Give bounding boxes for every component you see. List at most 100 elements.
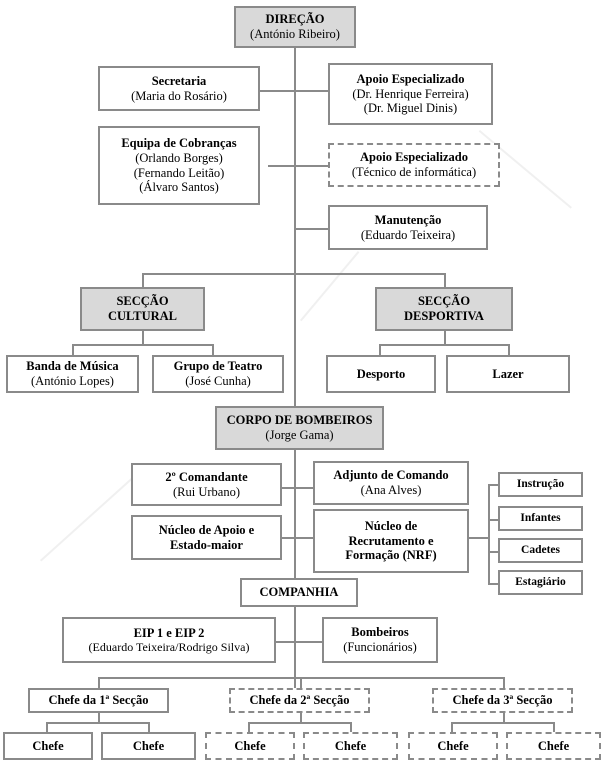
node-lazer[interactable]: Lazer [446,355,570,393]
node-chefe-seccao-3[interactable]: Chefe da 3ª Secção [432,688,573,713]
connector-trunk-bombeiros [294,450,296,582]
connector-chefe3-stem [503,712,505,722]
connector-seccao-cultural-drop [142,273,144,287]
node-chefe-1b[interactable]: Chefe [101,732,196,760]
node-equipa-cobrancas-subtitle: (Orlando Borges) [135,150,223,165]
node-manutencao-subtitle: (Eduardo Teixeira) [360,227,456,242]
node-secretaria-subtitle: (Maria do Rosário) [131,88,227,103]
connector-2-comandante [282,487,295,489]
connector-apoio-1 [294,90,329,92]
node-corpo-bombeiros[interactable]: CORPO DE BOMBEIROS (Jorge Gama) [215,406,384,450]
connector-nucleo-recrutamento [294,537,314,539]
node-grupo-teatro-title: Grupo de Teatro [173,359,263,374]
node-nucleo-apoio[interactable]: Núcleo de Apoio e Estado-maior [131,515,282,560]
connector-chefe1-bus [46,722,150,724]
node-chefe-3a[interactable]: Chefe [408,732,498,760]
connector-chefe-1a-drop [46,722,48,732]
node-desporto-title: Desporto [356,366,406,381]
node-secretaria[interactable]: Secretaria (Maria do Rosário) [98,66,260,111]
node-nucleo-recrutamento[interactable]: Núcleo de Recrutamento e Formação (NRF) [313,509,469,573]
node-seccao-desportiva-subtitle: DESPORTIVA [404,309,484,323]
connector-trunk-companhia [294,607,296,691]
connector-secretaria [259,90,295,92]
node-seccao-desportiva-title: SECÇÃO [417,294,471,309]
node-eip-title: EIP 1 e EIP 2 [133,625,205,640]
node-bombeiros[interactable]: Bombeiros (Funcionários) [322,617,438,663]
node-apoio-especializado-1-title: Apoio Especializado [356,71,465,86]
connector-chefe1-stem [98,712,100,722]
connector-nrf-out [467,537,490,539]
node-cadetes[interactable]: Cadetes [498,538,583,563]
node-estagiario[interactable]: Estagiário [498,570,583,595]
node-bombeiros-subtitle: (Funcionários) [343,640,417,654]
node-banda-musica-title: Banda de Música [26,359,119,374]
connector-instrucao [488,484,499,486]
connector-chefe-2a-drop [248,722,250,732]
node-segundo-comandante[interactable]: 2º Comandante (Rui Urbano) [131,463,282,506]
node-chefe-2a[interactable]: Chefe [205,732,295,760]
connector-desportiva-bus [379,344,510,346]
node-infantes[interactable]: Infantes [498,506,583,531]
node-chefe-seccao-2[interactable]: Chefe da 2ª Secção [229,688,370,713]
node-chefe-2b[interactable]: Chefe [303,732,398,760]
connector-chefe-seccao-1-drop [98,677,100,689]
node-apoio-especializado-2[interactable]: Apoio Especializado (Técnico de informát… [328,143,500,187]
node-segundo-comandante-title: 2º Comandante [165,469,248,484]
node-direcao[interactable]: DIREÇÃO (António Ribeiro) [234,6,356,48]
connector-cultural-stem [142,331,144,344]
node-grupo-teatro-subtitle: (José Cunha) [185,374,251,388]
node-banda-musica[interactable]: Banda de Música (António Lopes) [6,355,139,393]
node-desporto[interactable]: Desporto [326,355,436,393]
scan-streak [300,251,360,322]
node-chefe-3b-title: Chefe [537,738,570,753]
scan-streak [40,473,138,562]
node-companhia-title: COMPANHIA [259,585,339,600]
connector-lazer-drop [508,344,510,355]
node-apoio-especializado-2-subtitle: (Técnico de informática) [351,165,477,179]
node-chefe-3a-title: Chefe [437,738,469,753]
node-instrucao-title: Instrução [516,477,565,490]
node-companhia[interactable]: COMPANHIA [240,578,358,607]
connector-chefe-3a-drop [451,722,453,732]
node-chefe-1a-title: Chefe [32,738,64,753]
connector-chefe3-bus [451,722,555,724]
connector-apoio-2 [294,165,329,167]
node-equipa-cobrancas-subtitle2: (Fernando Leitão) [133,165,225,180]
node-chefe-seccao-3-title: Chefe da 3ª Secção [452,693,553,708]
node-seccao-cultural[interactable]: SECÇÃO CULTURAL [80,287,205,331]
node-chefe-seccao-2-title: Chefe da 2ª Secção [249,693,350,708]
node-grupo-teatro[interactable]: Grupo de Teatro (José Cunha) [152,355,284,393]
node-apoio-especializado-1[interactable]: Apoio Especializado (Dr. Henrique Ferrei… [328,63,493,125]
connector-bombeiros [294,641,323,643]
connector-adjunto-comando [294,487,314,489]
node-nucleo-recrutamento-title: Núcleo de [364,518,418,533]
node-chefe-3b[interactable]: Chefe [506,732,601,760]
node-direcao-title: DIREÇÃO [265,12,325,27]
connector-chefe2-stem [300,712,302,722]
node-seccao-desportiva[interactable]: SECÇÃO DESPORTIVA [375,287,513,331]
node-manutencao[interactable]: Manutenção (Eduardo Teixeira) [328,205,488,250]
connector-chefe-seccao-2-drop [300,677,302,689]
node-apoio-especializado-1-subtitle2: (Dr. Miguel Dinis) [363,101,458,116]
connector-chefe-seccao-3-drop [503,677,505,689]
node-corpo-bombeiros-subtitle: (Jorge Gama) [265,428,334,442]
node-chefe-seccao-1[interactable]: Chefe da 1ª Secção [28,688,169,713]
node-infantes-title: Infantes [520,511,561,524]
node-segundo-comandante-subtitle: (Rui Urbano) [173,484,240,499]
node-eip[interactable]: EIP 1 e EIP 2 (Eduardo Teixeira/Rodrigo … [62,617,276,663]
node-apoio-especializado-1-subtitle: (Dr. Henrique Ferreira) [352,86,469,101]
connector-chefe-2b-drop [350,722,352,732]
node-nucleo-apoio-title: Núcleo de Apoio e [158,522,255,537]
connector-equipa-cobrancas [268,165,295,167]
node-secretaria-title: Secretaria [151,73,207,88]
node-adjunto-comando[interactable]: Adjunto de Comando (Ana Alves) [313,461,469,505]
connector-infantes [488,519,499,521]
node-estagiario-title: Estagiário [515,575,566,588]
node-chefe-2b-title: Chefe [334,738,367,753]
node-eip-subtitle: (Eduardo Teixeira/Rodrigo Silva) [88,640,250,655]
node-cadetes-title: Cadetes [521,543,560,556]
node-chefe-1a[interactable]: Chefe [3,732,93,760]
node-instrucao[interactable]: Instrução [498,472,583,497]
node-equipa-cobrancas[interactable]: Equipa de Cobranças (Orlando Borges) (Fe… [98,126,260,205]
connector-eip [276,641,295,643]
